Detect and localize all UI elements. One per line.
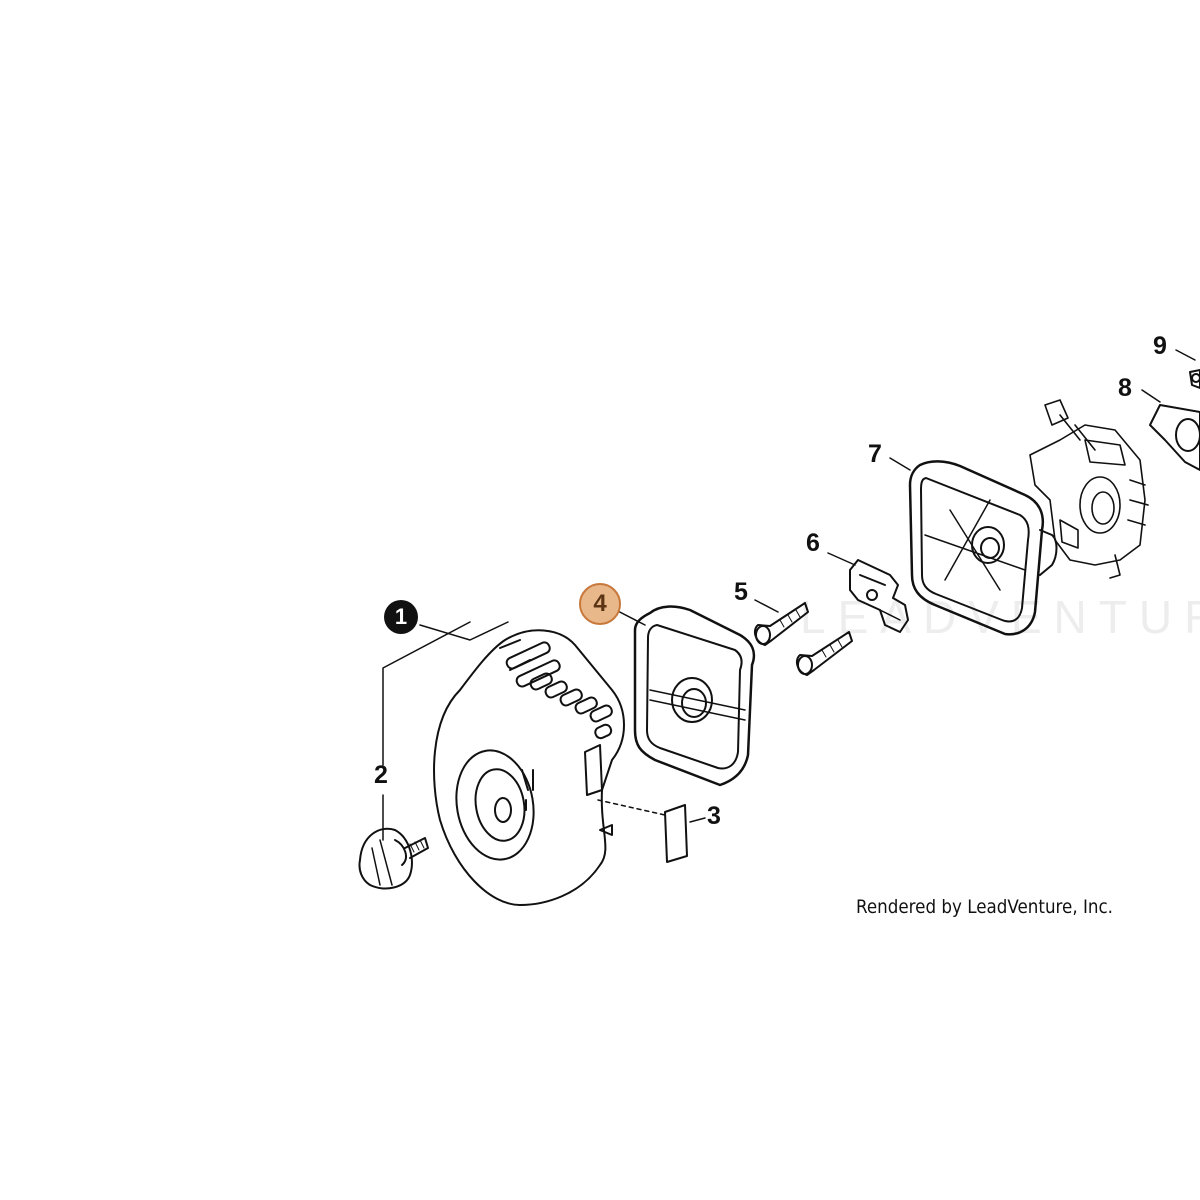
callout-9: 9	[1153, 332, 1167, 360]
callout-1: 1	[384, 600, 418, 634]
callout-2: 2	[374, 761, 388, 789]
engine-cover-part	[433, 629, 625, 906]
callout-7: 7	[868, 440, 882, 468]
small-gasket-part	[1189, 369, 1200, 389]
bracket-part	[849, 559, 909, 633]
render-credit: Rendered by LeadVenture, Inc.	[856, 896, 1114, 918]
callout-3: 3	[707, 802, 721, 830]
bolts-part	[753, 602, 853, 676]
air-filter-part	[633, 605, 756, 787]
carburetor-part	[1029, 399, 1149, 579]
filter-housing-part	[908, 460, 1058, 636]
callout-8: 8	[1118, 374, 1132, 402]
callout-6: 6	[806, 529, 820, 557]
callout-5: 5	[734, 578, 748, 606]
knob-screw-part	[358, 827, 429, 890]
callout-4-highlighted[interactable]: 4	[579, 583, 621, 625]
watermark-text: LEADVENTURE	[800, 591, 1200, 643]
label-part	[664, 804, 688, 863]
gasket-part	[1149, 404, 1200, 471]
leader-lines	[382, 349, 1196, 841]
